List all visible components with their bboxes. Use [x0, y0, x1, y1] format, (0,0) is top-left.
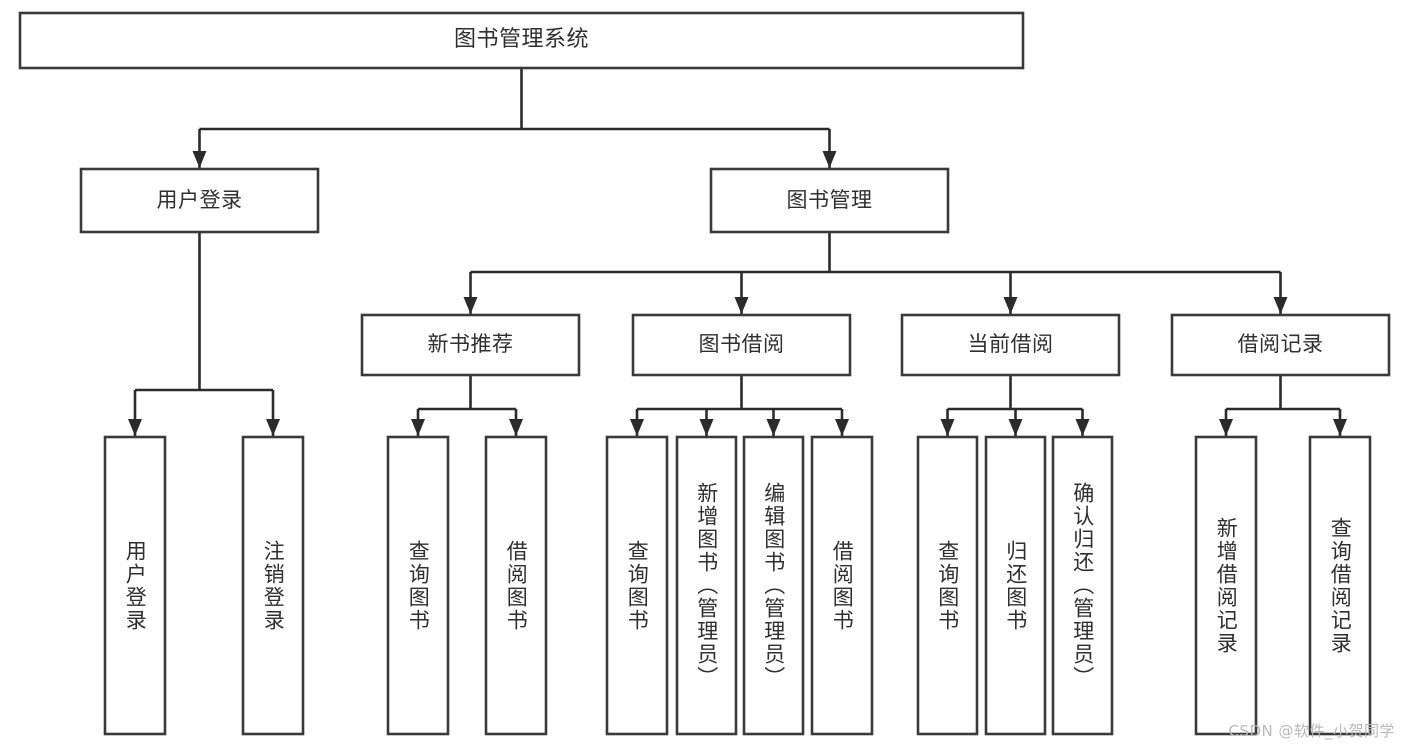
node-box-user-login[interactable] — [79, 167, 320, 234]
arrow-head-icon — [699, 419, 714, 436]
arrow-head-icon — [835, 419, 849, 436]
node-box-leaf-add-book[interactable] — [675, 435, 738, 736]
arrow-head-icon — [822, 151, 837, 168]
node-box-leaf-confirm-return[interactable] — [1051, 435, 1114, 736]
node-box-leaf-query-book-borrow[interactable] — [605, 435, 669, 736]
node-box-book-manage[interactable] — [709, 167, 950, 234]
watermark: CSDN @软件_小贺同学 — [1228, 722, 1395, 740]
arrow-head-icon — [766, 419, 781, 436]
node-box-leaf-query-book-current[interactable] — [916, 435, 979, 736]
arrow-head-icon — [463, 297, 478, 314]
node-box-root[interactable] — [18, 11, 1025, 70]
node-box-borrow-record[interactable] — [1170, 313, 1391, 377]
node-box-new-book-rec[interactable] — [360, 313, 581, 377]
arrow-head-icon — [1273, 297, 1288, 314]
node-box-leaf-user-login[interactable] — [103, 435, 167, 736]
connector-layer — [128, 68, 1347, 436]
node-box-leaf-return-book[interactable] — [984, 435, 1047, 736]
arrow-head-icon — [1075, 419, 1090, 436]
node-box-leaf-query-record[interactable] — [1308, 435, 1372, 736]
arrow-head-icon — [630, 419, 644, 436]
arrow-head-icon — [1333, 419, 1347, 436]
node-box-leaf-edit-book[interactable] — [742, 435, 805, 736]
node-box-leaf-query-book-rec[interactable] — [386, 435, 450, 736]
node-box-leaf-borrow-book[interactable] — [810, 435, 874, 736]
arrow-head-icon — [266, 419, 280, 436]
arrow-head-icon — [192, 151, 207, 168]
node-box-book-borrow[interactable] — [631, 313, 852, 377]
arrow-head-icon — [1219, 419, 1233, 436]
node-box-leaf-logout[interactable] — [241, 435, 305, 736]
arrow-head-icon — [411, 419, 425, 436]
node-box-layer — [18, 11, 1391, 736]
arrow-head-icon — [128, 419, 142, 436]
arrow-head-icon — [940, 419, 955, 436]
node-box-leaf-borrow-book-rec[interactable] — [484, 435, 548, 736]
arrow-head-icon — [1008, 419, 1023, 436]
arrow-head-icon — [1003, 297, 1018, 314]
arrow-head-icon — [509, 419, 523, 436]
node-box-leaf-add-record[interactable] — [1194, 435, 1258, 736]
node-box-current-borrow[interactable] — [900, 313, 1121, 377]
arrow-head-icon — [734, 297, 749, 314]
